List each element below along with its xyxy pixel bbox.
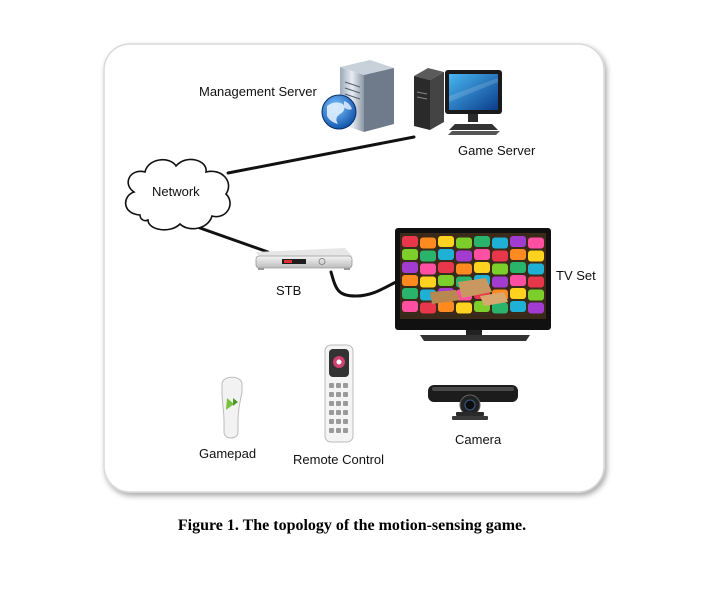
tv-screen-tile [510,301,526,312]
remote-control-icon [324,344,354,443]
tv-screen-tile [474,249,490,260]
set-top-box-icon [255,248,353,270]
tv-screen-tile [510,236,526,247]
remote-key [343,428,348,433]
camera-icon [428,385,518,420]
remote-control-label: Remote Control [293,452,385,467]
tv-screen-tile [456,263,472,275]
tv-set-label: TV Set [556,268,596,283]
tv-screen-tile [420,263,436,275]
stb-to-tv-link [329,270,398,298]
tv-screen-tile [492,276,508,288]
game-server-label: Game Server [458,143,536,158]
tv-screen-tile [402,249,418,260]
remote-key [329,428,334,433]
tv-screen-tile [402,275,418,286]
tv-screen-tile [402,301,418,312]
remote-key [329,419,334,424]
tv-screen-tile [420,237,436,249]
remote-key [336,392,341,397]
tv-screen-tile [492,237,508,249]
tv-screen-tile [510,249,526,260]
tv-screen-tile [528,302,544,314]
gamepad-label: Gamepad [199,446,257,461]
remote-key [343,392,348,397]
remote-key [336,410,341,415]
tv-screen-tile [420,250,436,262]
network-label: Network [152,184,200,199]
tv-screen-tile [402,236,418,247]
camera-label: Camera [455,432,502,447]
remote-key [343,410,348,415]
tv-screen-tile [528,250,544,262]
remote-key [329,392,334,397]
tv-screen-tile [492,250,508,262]
tv-screen-tile [474,236,490,247]
tv-screen-tile [510,288,526,299]
tv-screen-tile [438,236,454,247]
management-server-label: Management Server [199,84,317,99]
network-to-servers-link [226,135,416,175]
tv-screen-tile [456,302,472,314]
tv-screen-tile [492,263,508,275]
tv-screen-tile [474,262,490,273]
tv-screen-tile [402,262,418,273]
desktop-computer-icon [414,68,502,135]
tv-screen-tile [510,262,526,273]
tv-screen-tile [402,288,418,299]
tv-screen-tile [528,263,544,275]
tv-screen-tile [456,237,472,249]
tv-screen-tile [492,302,508,314]
tv-screen-tile [510,275,526,286]
tv-screen-tile [438,275,454,286]
tv-screen-tile [438,301,454,312]
stb-label: STB [276,283,302,298]
remote-key [343,383,348,388]
tv-screen-tile [528,289,544,301]
tv-screen-tile [420,302,436,314]
connector-lines [198,135,416,298]
tv-screen-tile [456,250,472,262]
remote-key [329,410,334,415]
remote-key [336,383,341,388]
remote-key [329,383,334,388]
figure-caption: Figure 1. The topology of the motion-sen… [177,517,527,534]
network-to-stb-link [198,226,270,254]
remote-key [336,419,341,424]
cloud-icon [124,158,231,231]
remote-key [343,419,348,424]
remote-key [336,428,341,433]
television-icon [395,228,551,341]
server-globe-icon [321,60,394,132]
motion-gamepad-icon [221,376,243,439]
remote-key [329,401,334,406]
tv-screen-tile [438,249,454,260]
tv-screen-tile [528,276,544,288]
tv-screen-tile [438,262,454,273]
remote-key [336,401,341,406]
remote-key [343,401,348,406]
tv-screen-tile [420,276,436,288]
tv-screen-tile [528,237,544,249]
